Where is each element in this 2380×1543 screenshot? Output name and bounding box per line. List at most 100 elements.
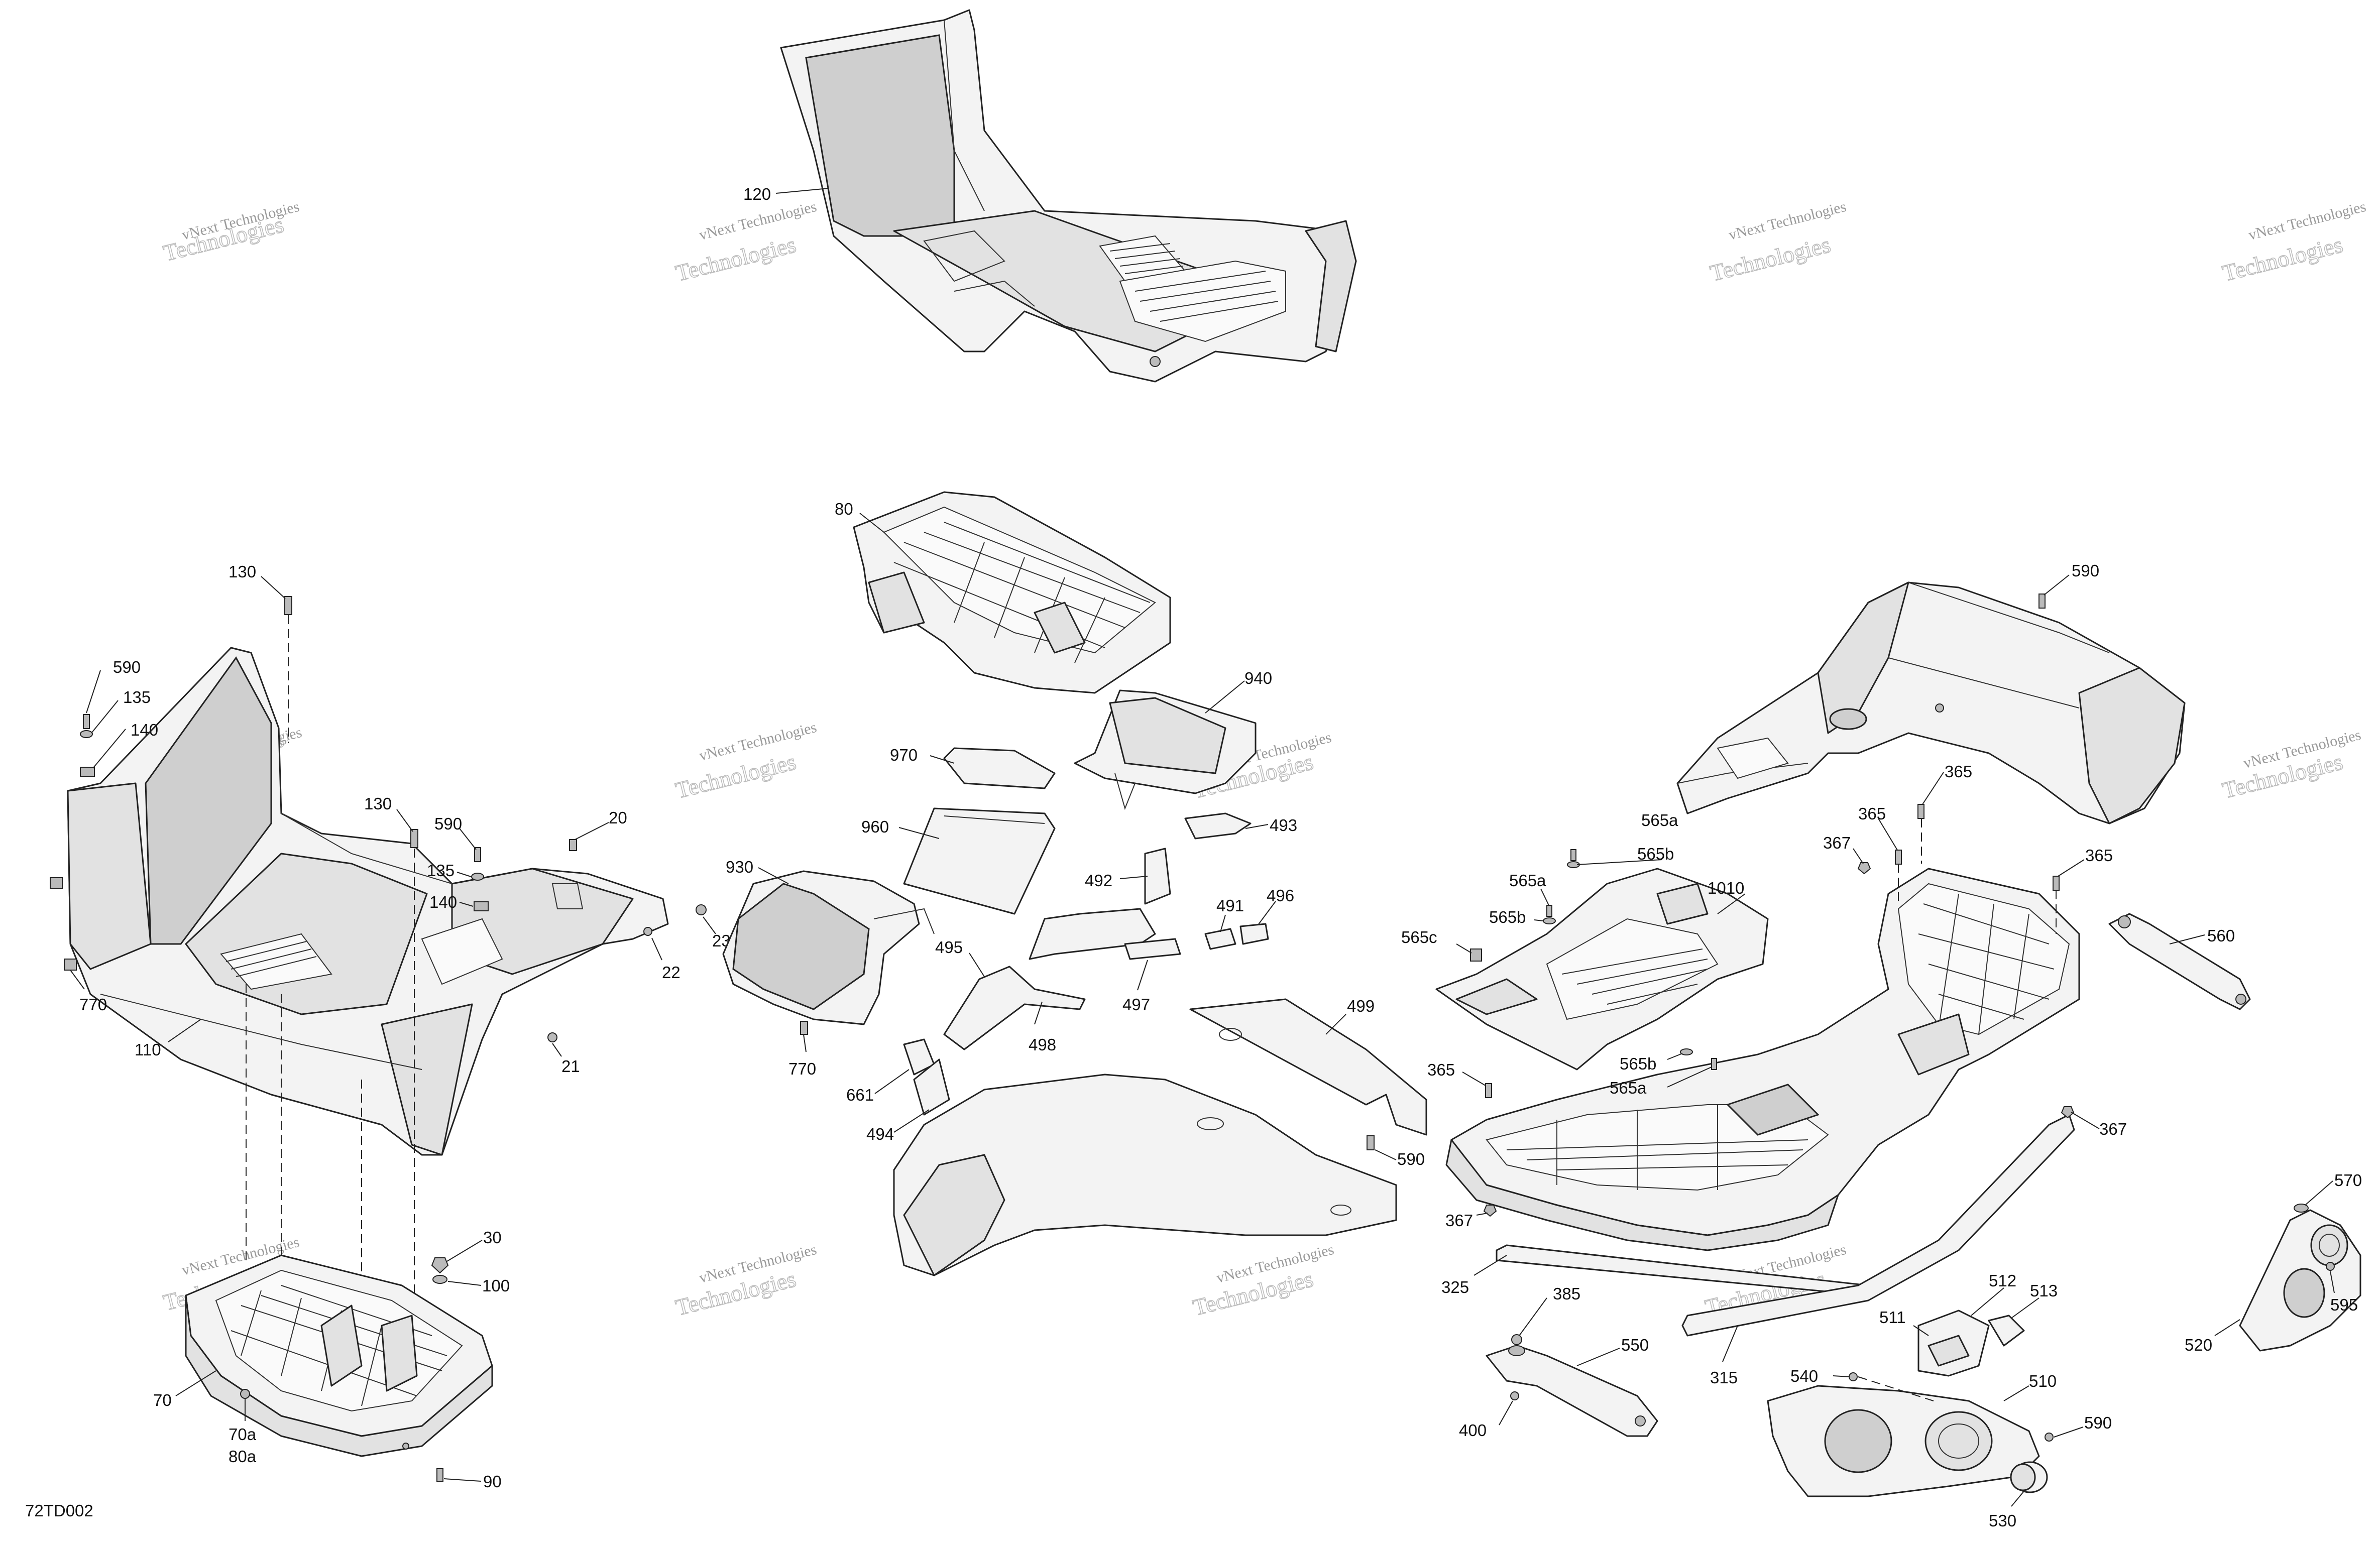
screw-590-c [2038,594,2046,609]
callout-label: 130 [364,794,392,813]
callout-label: 100 [482,1276,510,1295]
callout-label: 110 [135,1040,161,1059]
callout-label: 20 [609,808,627,827]
callout-label: 590 [434,814,462,833]
screw-590-d [1367,1135,1375,1150]
fastener-540 [1849,1372,1858,1381]
callout-label: 930 [726,858,753,876]
part-495 [1029,908,1156,960]
callout-label: 570 [2334,1171,2362,1190]
callout-label: 120 [743,185,771,203]
callouts-center: 940 970 960 930 493 492 491 496 495 497 … [726,669,1425,1168]
part-530-lens [2010,1461,2048,1493]
tray-fasteners [240,1257,449,1482]
screw-565a-2 [1570,849,1576,861]
screw-565a-3 [1711,1058,1717,1070]
callout-label: 135 [427,861,455,880]
callout-label: 510 [2029,1372,2057,1390]
nut-367-c [1483,1205,1497,1217]
callout-120: 120 [743,185,829,203]
part-499 [1189,998,1427,1136]
bolt-130-b [410,829,418,848]
center-fasteners [800,1021,1375,1150]
fastener-21 [547,1032,557,1042]
fastener-570 [2294,1204,2309,1213]
callout-label: 565c [1401,928,1437,946]
callout-label: 367 [2099,1120,2127,1138]
callout-label: 770 [788,1059,816,1078]
fastener-70a [240,1389,250,1399]
bolt-590-a [83,714,90,729]
callout-label: 540 [1790,1367,1818,1385]
screw-90 [436,1468,443,1482]
fastener-22 [643,927,652,936]
watermark-small: vNext Technologies [1727,198,1848,244]
fastener-595 [2326,1262,2335,1271]
callout-label: 385 [1553,1284,1580,1303]
part-491 [1204,928,1236,950]
fastener-400 [1510,1391,1519,1400]
watermark-small: vNext Technologies [698,198,819,244]
bolt-590-b [474,847,481,862]
part-1010 [1435,868,1769,1071]
callout-label: 590 [2072,561,2099,580]
fastener-20 [569,839,577,851]
callouts-left: 130 590 135 140 130 590 135 140 20 23 22… [70,562,731,1076]
callout-label: 513 [2030,1281,2058,1300]
callout-label: 135 [123,688,151,706]
part-70-tray [185,1254,493,1457]
washer-100 [432,1275,447,1284]
watermark-large: Technologies [1708,231,1833,286]
callout-label: 495 [935,938,963,957]
callout-label: 497 [1122,995,1150,1014]
diagram-code: 72TD002 [25,1501,93,1520]
part-80-support [853,491,1171,694]
callout-label: 530 [1989,1511,2016,1530]
nut-30 [431,1257,449,1274]
screw-365-a [1917,804,1924,819]
callouts-tray: 30 100 70 70a 80a 90 [153,1228,510,1491]
callout-label: 940 [1244,669,1272,687]
clip-140-a [80,767,95,777]
washer-565b-1 [1543,917,1556,924]
part-960 [903,807,1056,915]
callout-label: 365 [2085,846,2113,865]
callout-label: 550 [1621,1336,1649,1354]
part-510-taillight-housing [1767,1385,2040,1497]
callout-label: 565b [1489,908,1526,926]
callout-label: 21 [561,1057,580,1076]
nut-367-a [1857,862,1871,875]
part-rear-rack [1445,868,2080,1251]
watermark-large: Technologies [673,749,799,803]
left-fasteners [50,596,707,1042]
callout-label: 565b [1637,845,1674,863]
watermark-large: Technologies [2220,231,2345,286]
callout-label: 565a [1641,811,1678,829]
part-493 [1184,812,1252,840]
callout-label: 565a [1610,1079,1647,1097]
callout-label: 400 [1459,1421,1487,1440]
clip-140-b [474,901,489,911]
callout-label: 70 [153,1391,172,1409]
alignment-lines-left [246,615,415,1316]
callout-label: 590 [1397,1150,1425,1168]
part-496 [1239,923,1269,945]
callout-label: 960 [861,817,889,836]
watermark-large: Technologies [673,231,799,286]
fastener-770-a [50,877,63,889]
part-center-fender [893,1074,1397,1276]
callout-label: 315 [1710,1368,1738,1387]
screw-365-b [1895,850,1902,865]
fastener-590-e [2045,1433,2054,1442]
callout-label: 498 [1029,1035,1056,1054]
screw-365-c [2053,876,2060,891]
screw-365-d [1485,1083,1492,1098]
callout-label: 511 [1879,1308,1906,1327]
part-520-taillight [2239,1209,2361,1352]
callouts-right: 590 365 365 365 367 565a 565b 565a 565b … [1401,561,2362,1530]
rear-dashed-lines [1858,818,2057,1401]
callout-label: 565b [1620,1054,1656,1073]
callout-label: 493 [1270,816,1297,835]
callout-label: 80 [835,500,853,518]
callout-label: 367 [1823,834,1851,852]
